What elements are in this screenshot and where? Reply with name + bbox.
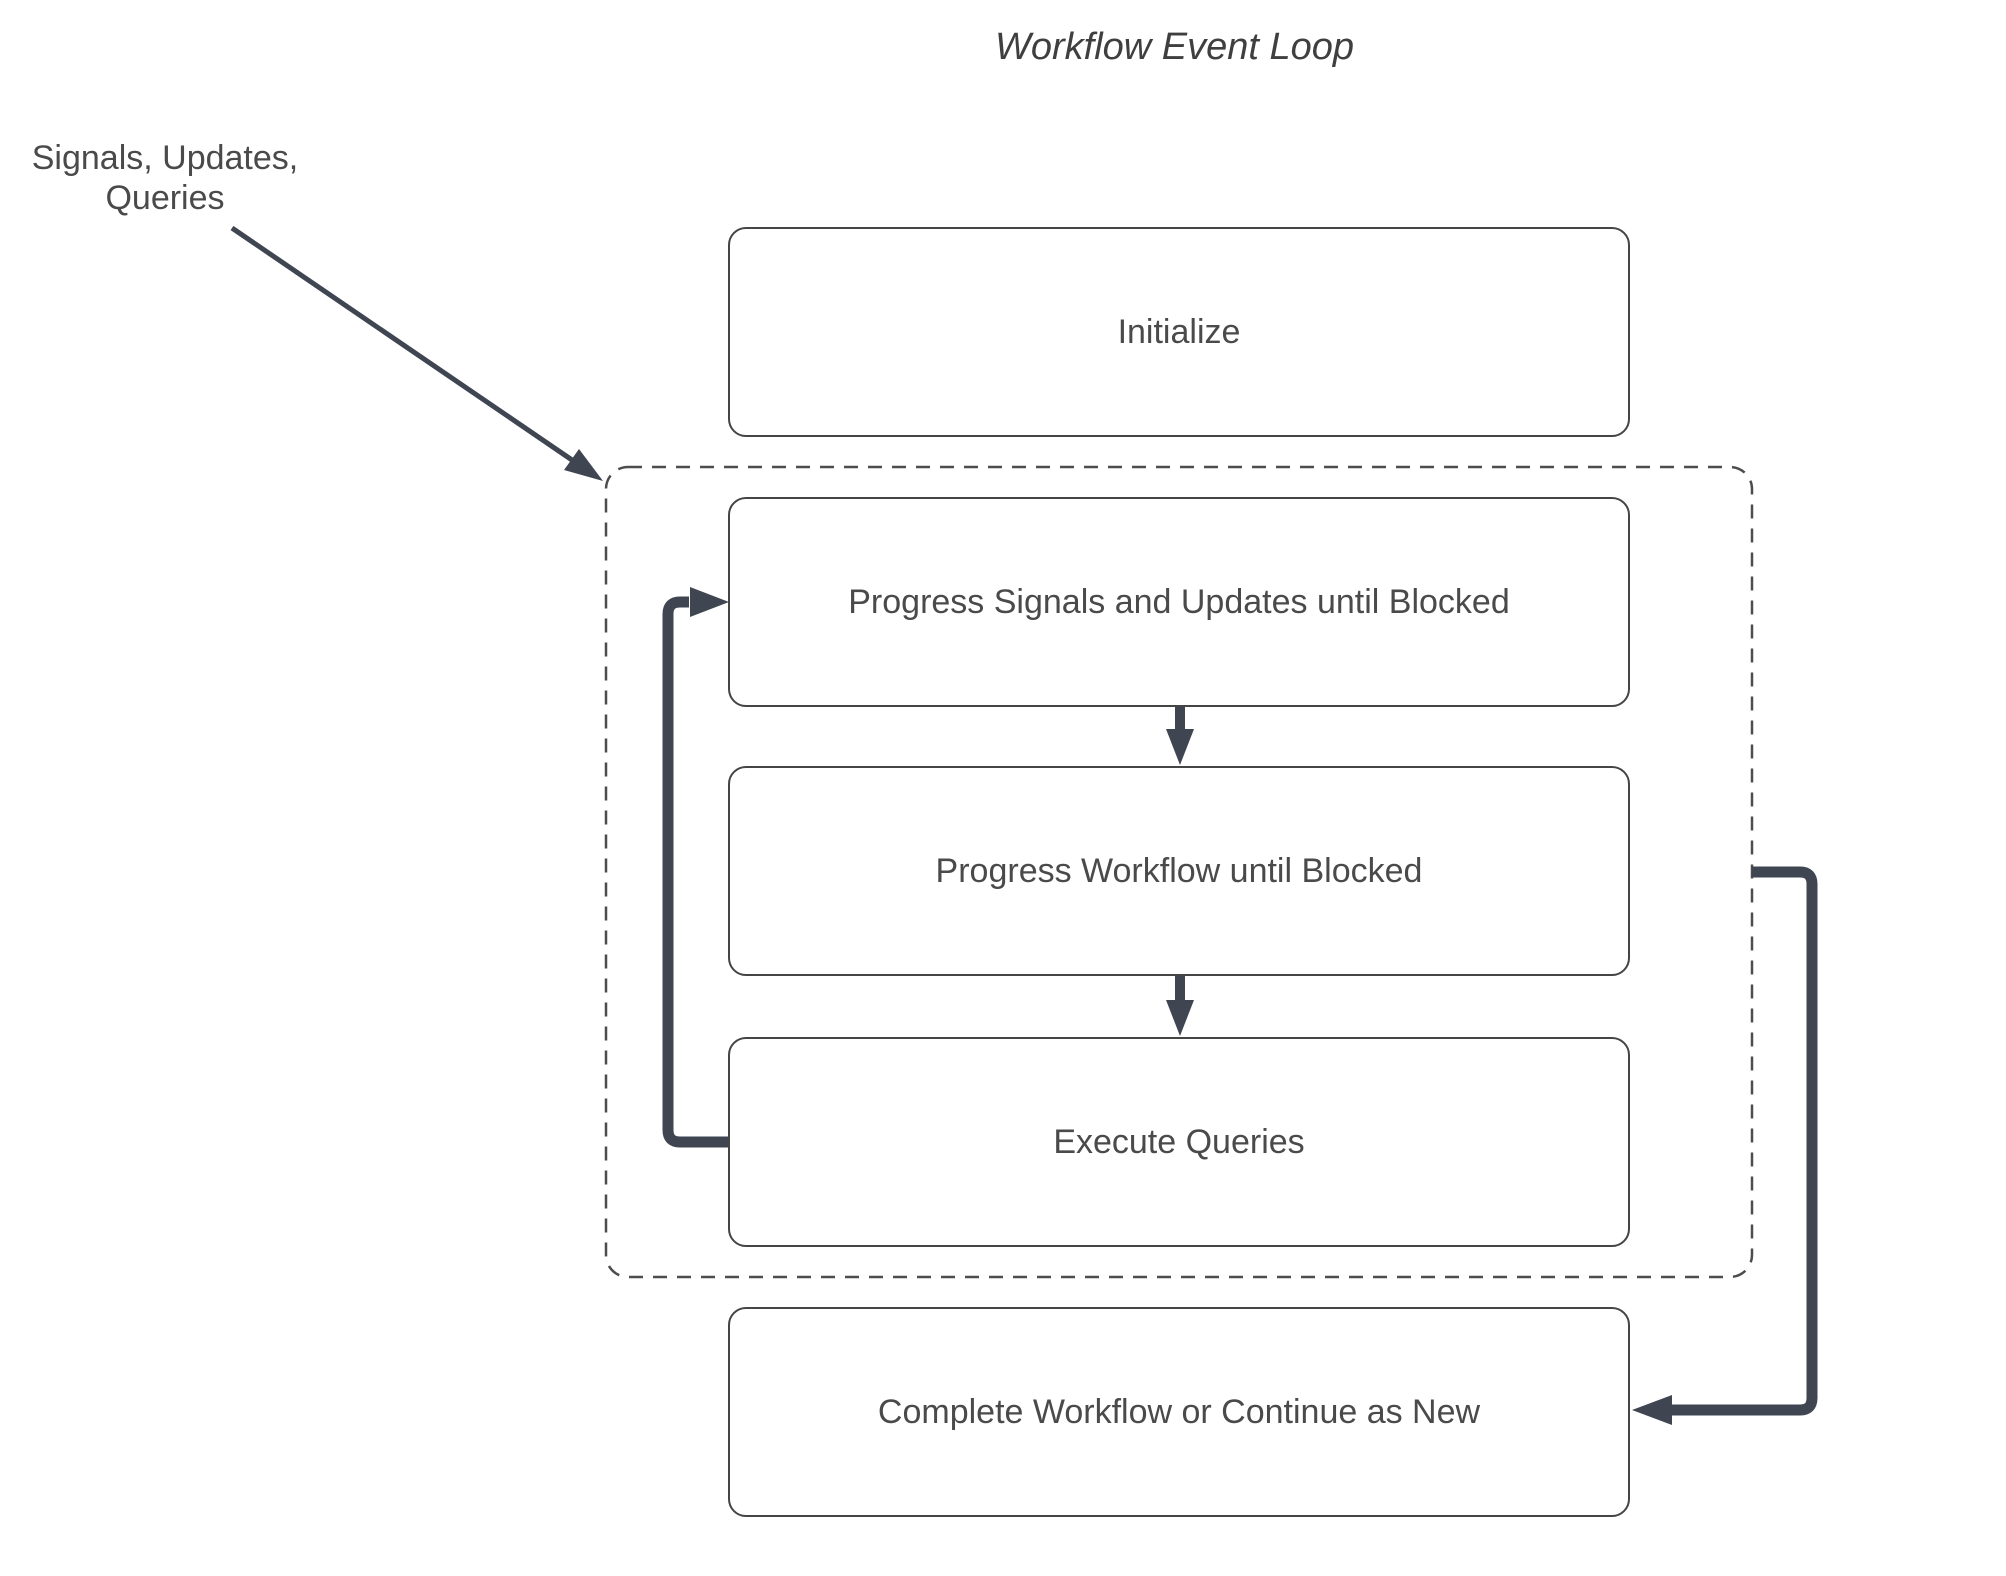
node-complete-workflow: Complete Workflow or Continue as New	[728, 1307, 1630, 1517]
down-arrow-1	[1166, 707, 1194, 765]
diagram-title: Workflow Event Loop	[995, 26, 1355, 68]
down-arrow-2	[1166, 975, 1194, 1036]
node-initialize: Initialize	[728, 227, 1630, 437]
node-execute-queries: Execute Queries	[728, 1037, 1630, 1247]
external-inputs-label: Signals, Updates, Queries	[31, 139, 299, 217]
signals-input-arrow	[230, 225, 603, 481]
node-progress-workflow: Progress Workflow until Blocked	[728, 766, 1630, 976]
complete-connector-arrow	[1632, 866, 1818, 1425]
node-progress-signals-updates: Progress Signals and Updates until Block…	[728, 497, 1630, 707]
loop-back-arrow	[662, 587, 730, 1148]
